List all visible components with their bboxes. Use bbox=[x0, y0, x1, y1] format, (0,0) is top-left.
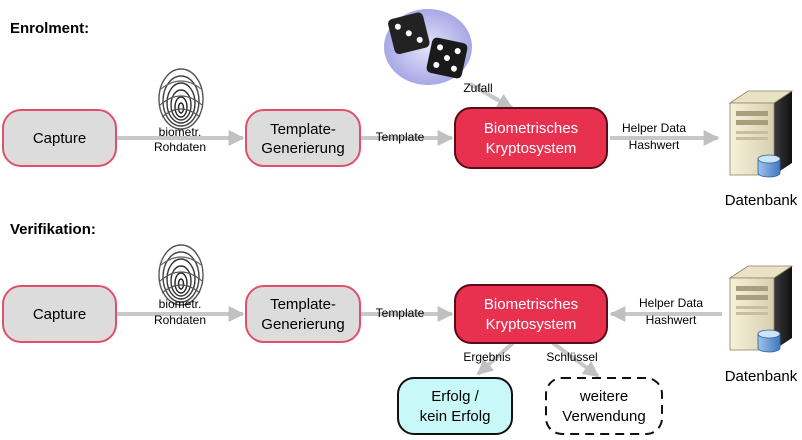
usage-box-label-line1: weitere bbox=[579, 388, 628, 405]
arrow-crypto-to-result bbox=[476, 341, 515, 376]
random-label: Zufall bbox=[463, 81, 492, 95]
template-generation-box bbox=[245, 285, 361, 343]
verifikation-flow: Capture biometr. Rohdaten Template- Gene… bbox=[2, 244, 798, 435]
key-arrow-label: Schlüssel bbox=[546, 350, 597, 364]
section-title-enrolment: Enrolment: bbox=[10, 20, 89, 37]
arrow-crypto-to-usage bbox=[551, 341, 600, 378]
result-box-label-line1: Erfolg / bbox=[431, 388, 479, 405]
capture-box bbox=[2, 285, 117, 343]
template-generation-label-line1: Template- bbox=[270, 296, 336, 313]
cryptosystem-label-line2: Kryptosystem bbox=[486, 316, 577, 333]
usage-box bbox=[545, 377, 663, 435]
result-box bbox=[397, 377, 513, 435]
template-generation-label-line2: Generierung bbox=[261, 140, 344, 157]
fingerprint-icon bbox=[158, 244, 204, 306]
usage-box-label-line2: Verwendung bbox=[562, 408, 645, 425]
result-box-label-line2: kein Erfolg bbox=[420, 408, 491, 425]
template-generation-box bbox=[245, 109, 361, 167]
capture-label: Capture bbox=[33, 306, 86, 323]
template-generation-label-line1: Template- bbox=[270, 121, 336, 138]
raw-data-label-line2: Rohdaten bbox=[154, 140, 206, 154]
cryptosystem-label-line1: Biometrisches bbox=[484, 120, 578, 137]
result-arrow-label: Ergebnis bbox=[463, 350, 510, 364]
raw-data-label-line2: Rohdaten bbox=[154, 313, 206, 327]
template-label: Template bbox=[376, 130, 425, 144]
raw-data-label-line1: biometr. bbox=[159, 297, 202, 311]
enrolment-flow: Capture biometr. Rohdaten Template- Gene… bbox=[2, 9, 798, 209]
template-generation-label-line2: Generierung bbox=[261, 316, 344, 333]
cryptosystem-box bbox=[454, 284, 608, 344]
helper-data-label: Helper Data bbox=[639, 296, 703, 310]
hash-value-label: Hashwert bbox=[646, 313, 697, 327]
raw-data-label-line1: biometr. bbox=[159, 125, 202, 139]
section-title-verifikation: Verifikation: bbox=[10, 221, 96, 238]
template-label: Template bbox=[376, 306, 425, 320]
capture-label: Capture bbox=[33, 130, 86, 147]
capture-box bbox=[2, 109, 117, 167]
fingerprint-icon bbox=[158, 68, 204, 130]
cryptosystem-label-line2: Kryptosystem bbox=[486, 140, 577, 157]
database-server-icon bbox=[729, 90, 793, 178]
cryptosystem-box bbox=[454, 107, 608, 169]
database-label: Datenbank bbox=[725, 192, 798, 209]
hash-value-label: Hashwert bbox=[629, 138, 680, 152]
cryptosystem-label-line1: Biometrisches bbox=[484, 296, 578, 313]
database-server-icon bbox=[729, 265, 793, 353]
helper-data-label: Helper Data bbox=[622, 121, 686, 135]
database-label: Datenbank bbox=[725, 368, 798, 385]
dice-icon bbox=[384, 9, 472, 85]
arrow-random-to-crypto bbox=[469, 82, 514, 110]
